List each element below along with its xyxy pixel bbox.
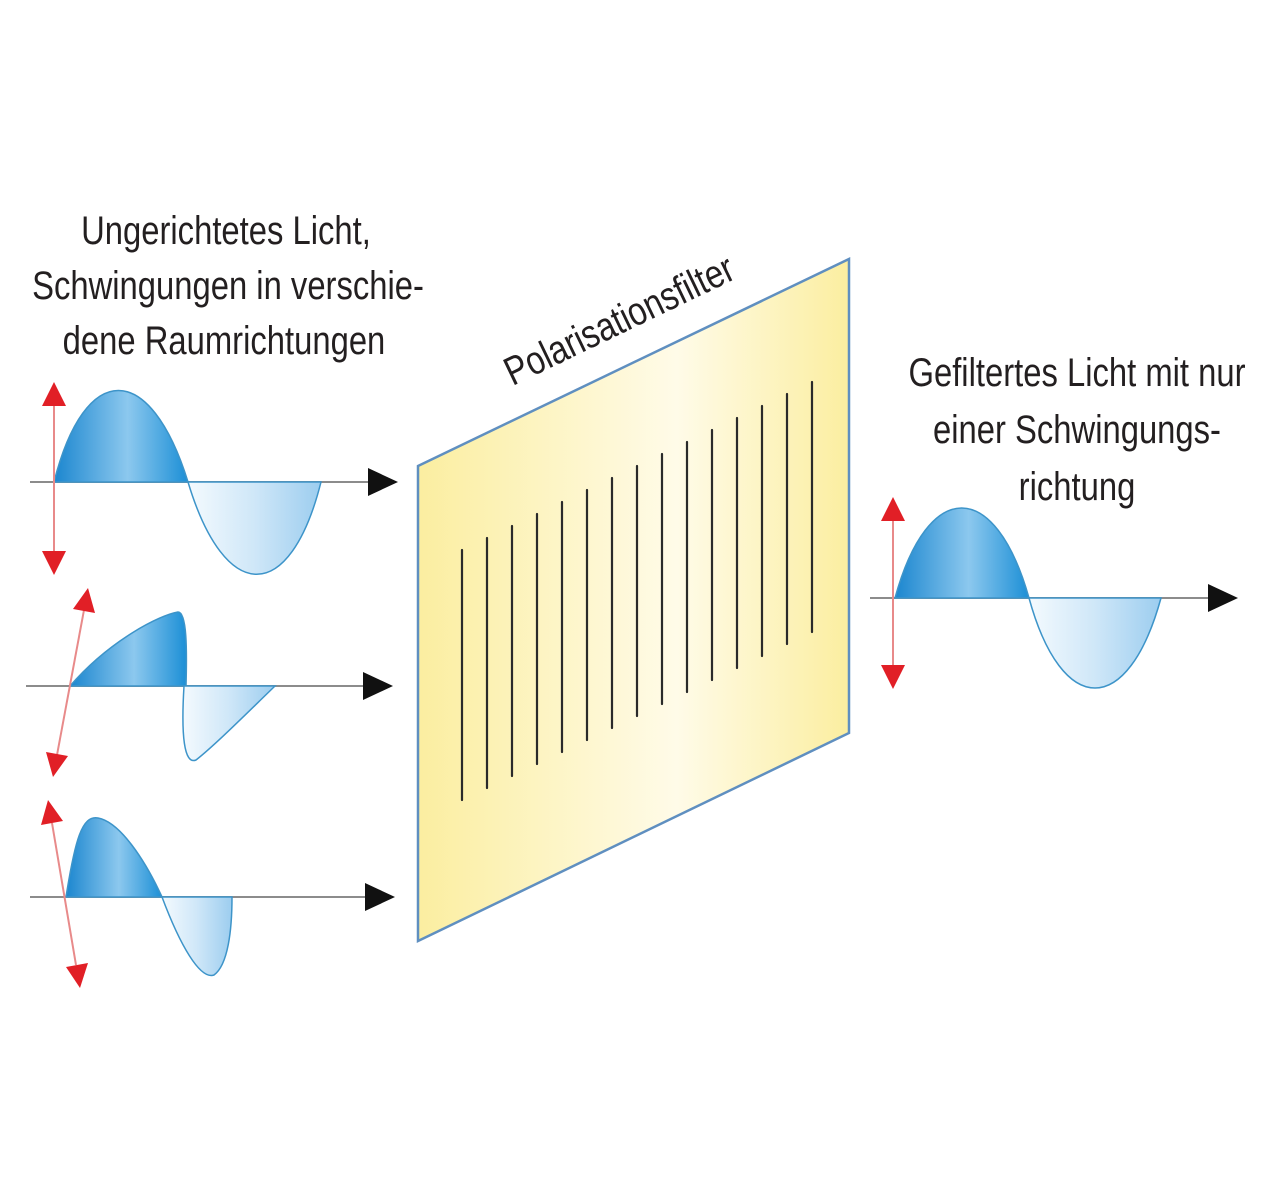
oscillation-arrowhead-down — [42, 551, 66, 575]
label-unpolarized-line-1: Ungerichtetes Licht, — [81, 208, 371, 253]
oscillation-arrow-shaft — [56, 609, 85, 756]
unpolarized-wave-tilted-1 — [26, 588, 393, 777]
label-filtered-light: Gefiltertes Licht mit nur einer Schwingu… — [908, 350, 1245, 509]
polarization-filter: Polarisationsfilter — [416, 245, 851, 943]
label-unpolarized-line-3: dene Raumrichtungen — [63, 318, 386, 363]
filtered-wave — [870, 497, 1238, 689]
unpolarized-wave-tilted-2 — [30, 800, 395, 988]
propagation-arrowhead — [1208, 584, 1238, 612]
oscillation-arrowhead-up — [41, 800, 63, 825]
propagation-arrowhead — [365, 883, 395, 911]
oscillation-arrow-shaft — [51, 822, 77, 966]
label-filtered-line-1: Gefiltertes Licht mit nur — [908, 350, 1245, 395]
filter-panel — [416, 257, 851, 943]
wave-trough — [186, 481, 322, 575]
oscillation-arrowhead-up — [42, 382, 66, 406]
wave-crest — [68, 611, 188, 687]
wave-trough — [182, 685, 277, 762]
wave-trough — [1028, 597, 1162, 689]
label-unpolarized-light: Ungerichtetes Licht, Schwingungen in ver… — [32, 208, 424, 363]
oscillation-arrowhead-up — [73, 588, 95, 613]
unpolarized-wave-vertical — [30, 382, 398, 575]
wave-crest — [53, 389, 190, 483]
oscillation-arrowhead-down — [881, 665, 905, 689]
filter-slits — [460, 380, 814, 802]
label-unpolarized-line-2: Schwingungen in verschie- — [32, 263, 424, 308]
oscillation-arrowhead-down — [66, 963, 88, 988]
propagation-arrowhead — [363, 672, 393, 700]
oscillation-arrowhead-up — [881, 497, 905, 521]
wave-crest — [65, 817, 164, 898]
wave-trough — [160, 896, 233, 977]
wave-crest — [894, 507, 1030, 599]
propagation-arrowhead — [368, 468, 398, 496]
label-filtered-line-3: richtung — [1019, 464, 1136, 509]
oscillation-arrowhead-down — [46, 752, 68, 777]
label-filtered-line-2: einer Schwingungs- — [933, 407, 1221, 452]
